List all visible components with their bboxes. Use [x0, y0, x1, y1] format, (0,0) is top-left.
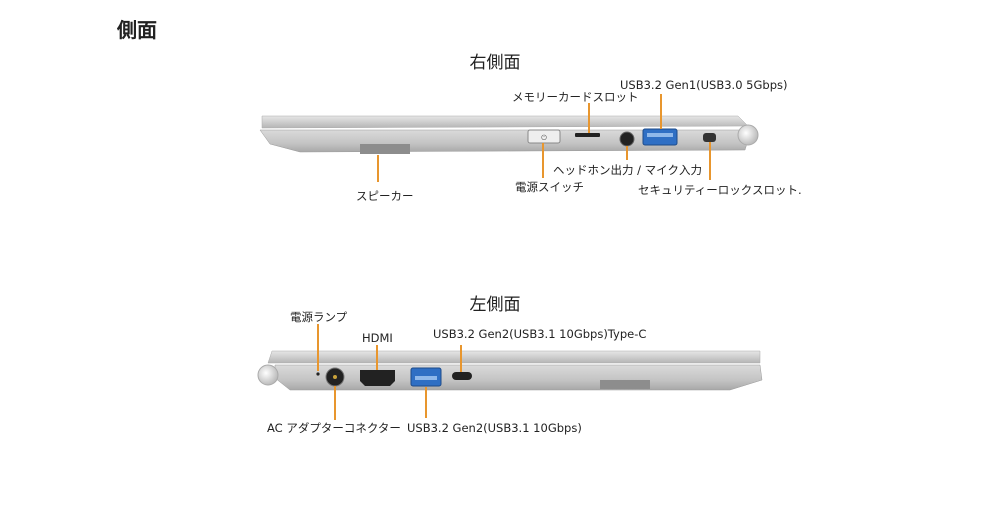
hdmi-port	[360, 370, 395, 386]
left-side-title: 左側面	[469, 295, 521, 315]
speaker-grille	[600, 380, 650, 389]
label-hdmi: HDMI	[362, 331, 393, 345]
label-power-lamp: 電源ランプ	[290, 310, 348, 324]
right-side-title: 右側面	[469, 53, 521, 73]
label-power-switch: 電源スイッチ	[515, 180, 584, 194]
left-leader-lines	[317, 324, 462, 420]
label-speaker: スピーカー	[356, 189, 414, 203]
label-headphone-mic: ヘッドホン出力 / マイク入力	[553, 163, 702, 177]
right-leader-lines	[377, 94, 711, 182]
headphone-jack	[619, 131, 635, 147]
label-usb-type-c: USB3.2 Gen2(USB3.1 10Gbps)Type-C	[433, 327, 647, 341]
memory-card-slot	[575, 133, 600, 137]
power-icon: ⏻	[541, 134, 547, 142]
label-memory-card-slot: メモリーカードスロット	[512, 90, 639, 104]
label-usb-gen2: USB3.2 Gen2(USB3.1 10Gbps)	[407, 421, 582, 435]
speaker-grille	[360, 144, 410, 154]
usb-type-c-port	[452, 372, 472, 380]
power-lamp	[316, 372, 320, 376]
hinge	[257, 364, 279, 386]
right-side-laptop: ⏻	[259, 115, 759, 154]
left-side-laptop	[257, 350, 763, 391]
page-title: 側面	[117, 18, 157, 42]
label-ac-adapter: AC アダプターコネクター	[267, 421, 401, 435]
label-security-lock: セキュリティーロックスロット.	[638, 183, 802, 197]
label-usb-gen1: USB3.2 Gen1(USB3.0 5Gbps)	[620, 78, 788, 92]
security-lock-slot	[703, 133, 716, 142]
hinge	[737, 124, 759, 146]
